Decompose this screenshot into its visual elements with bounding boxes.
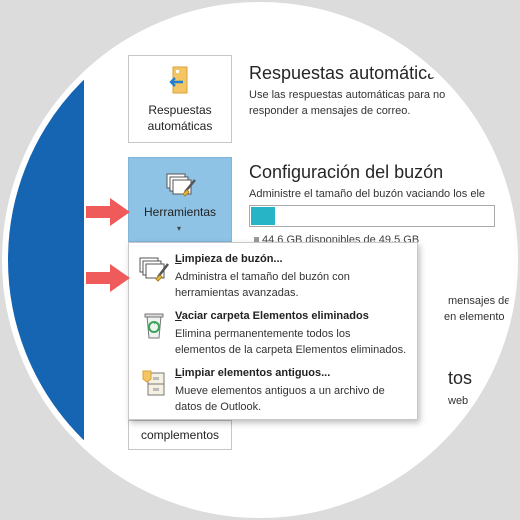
background-text-fragment: en elemento [444, 311, 505, 323]
annotation-arrow-icon [86, 198, 130, 226]
menu-item-title: Limpieza de buzón... [175, 253, 283, 265]
tools-dropdown-button[interactable]: Herramientas ▾ [128, 157, 232, 242]
menu-item-cleanup-old-items[interactable]: Limpiar elementos antiguos... Mueve elem… [129, 363, 417, 415]
menu-item-title: Vaciar carpeta Elementos eliminados [175, 310, 369, 322]
automatic-replies-label: Respuestas automáticas [147, 103, 213, 133]
tools-icon [166, 173, 196, 197]
menu-item-description: Mueve elementos antiguos a un archivo de… [175, 385, 385, 413]
annotation-arrow-icon [86, 264, 130, 292]
mailbox-quota-bar [249, 205, 495, 227]
menu-item-description: Elimina permanentemente todos los elemen… [175, 328, 407, 356]
mailbox-settings-description: Administre el tamaño del buzón vaciando … [249, 188, 486, 200]
chevron-down-icon: ▾ [177, 224, 182, 233]
automatic-replies-description: Use las respuestas automáticas para no r… [249, 89, 446, 117]
menu-item-empty-deleted-items[interactable]: Vaciar carpeta Elementos eliminados Elim… [129, 306, 417, 358]
archive-cabinet-icon [142, 370, 165, 396]
mailbox-quota-fill [251, 207, 275, 225]
automatic-replies-button[interactable]: Respuestas automáticas [128, 55, 232, 143]
tools-label: Herramientas [143, 205, 217, 219]
addins-label: complementos [140, 428, 220, 442]
mailbox-settings-title: Configuración del buzón [249, 162, 444, 182]
backstage-sidebar [0, 0, 84, 520]
recycle-bin-icon [144, 313, 164, 339]
menu-item-description: Administra el tamaño del buzón con herra… [175, 271, 350, 299]
manage-addins-button[interactable]: complementos [128, 420, 232, 450]
automatic-replies-icon [169, 66, 188, 94]
menu-item-title: Limpiar elementos antiguos... [175, 367, 331, 379]
background-section-title-fragment: tos [448, 368, 473, 388]
mailbox-cleanup-icon [139, 257, 169, 282]
tools-dropdown-menu: Limpieza de buzón... Administra el tamañ… [128, 242, 418, 420]
background-text-fragment: web [448, 395, 469, 407]
menu-item-mailbox-cleanup[interactable]: Limpieza de buzón... Administra el tamañ… [129, 249, 417, 301]
automatic-replies-title: Respuestas automática [249, 63, 438, 83]
background-text-fragment: mensajes de [448, 295, 511, 307]
